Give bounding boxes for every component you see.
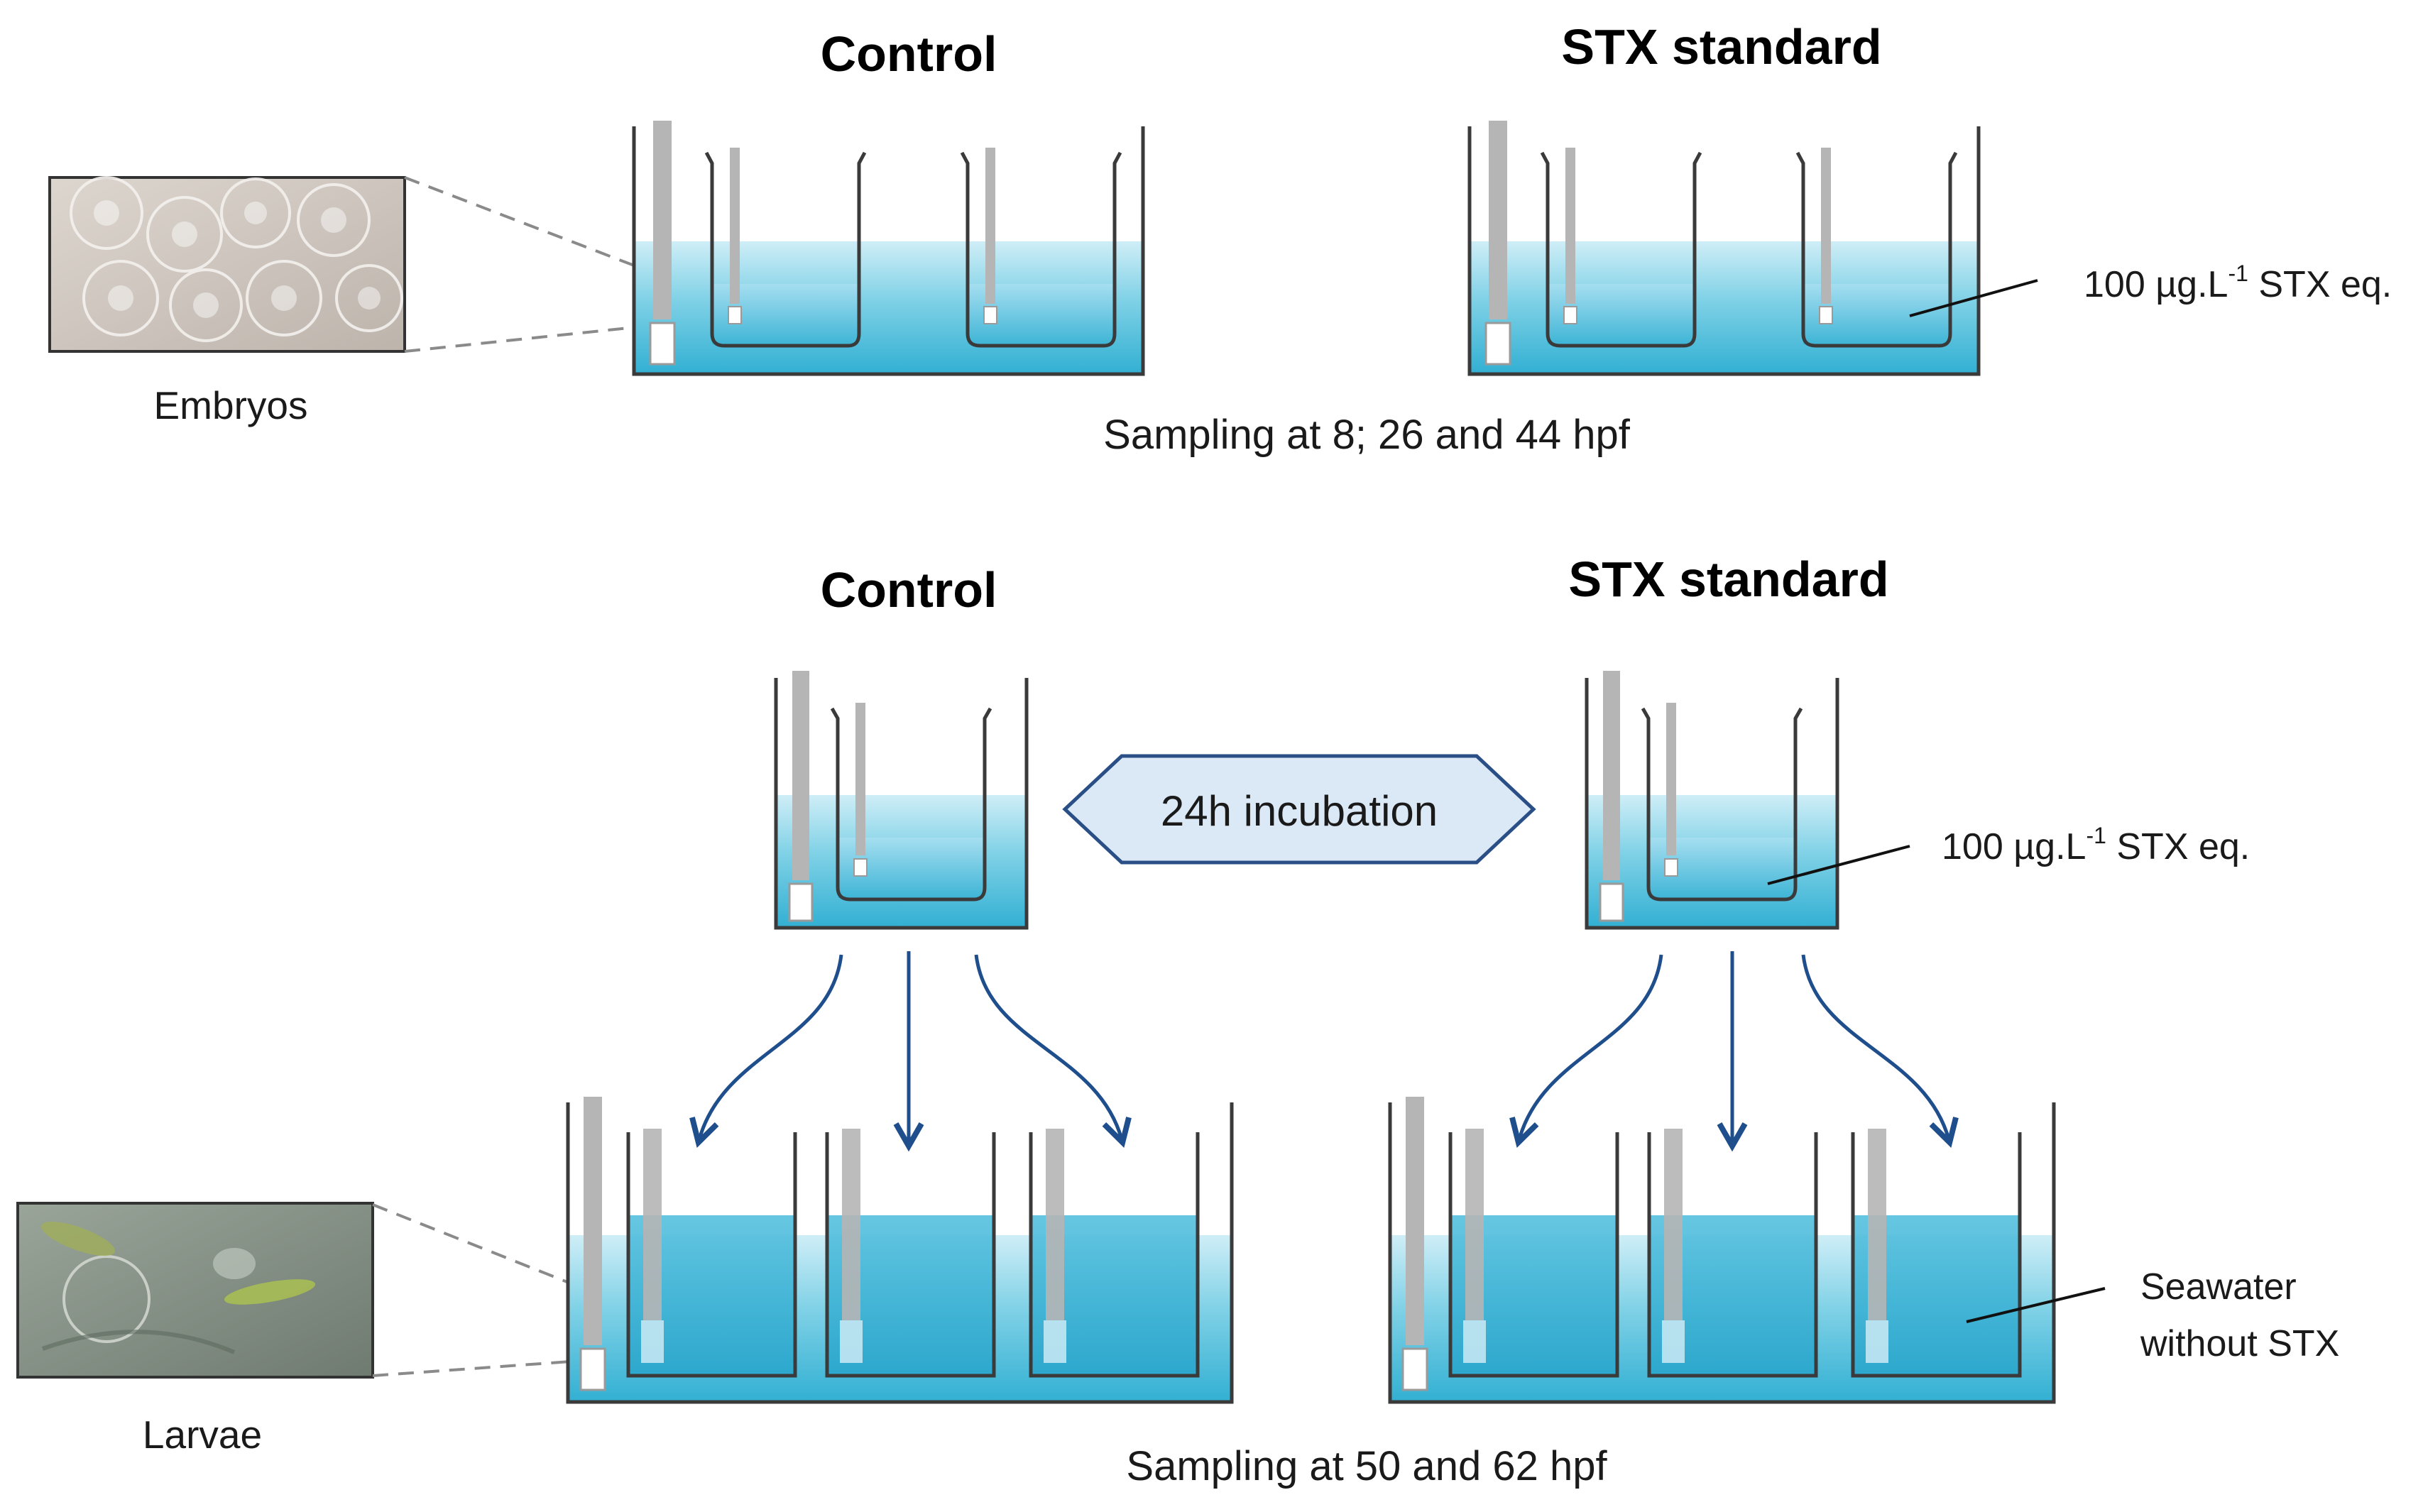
top-control-heading: Control xyxy=(821,26,997,82)
seawater-label-line2: without STX xyxy=(2140,1323,2339,1364)
curved-arrow-icon xyxy=(1509,954,1663,1148)
top-control-beaker-1 xyxy=(704,148,867,348)
thermometer-icon xyxy=(1599,671,1624,922)
bottom-stx-rearing-tank xyxy=(1388,1097,2056,1404)
bottom-control-incubation-tank xyxy=(774,671,1029,930)
bottom-control-heading: Control xyxy=(821,562,997,618)
stx-rearing-beaker-1 xyxy=(1448,1129,1619,1378)
thermometer-icon xyxy=(579,1097,606,1391)
thermometer-icon xyxy=(788,671,814,922)
curved-arrow-icon xyxy=(1801,954,1959,1148)
bottom-stx-beaker xyxy=(1641,703,1803,902)
control-transfer-arrows xyxy=(689,951,1132,1152)
bottom-concentration-label: 100 µg.L-1 STX eq. xyxy=(1942,823,2250,867)
top-control-tank xyxy=(632,121,1145,376)
embryos-label: Embryos xyxy=(154,383,308,427)
curved-arrow-icon xyxy=(974,954,1132,1148)
thermometer-icon xyxy=(649,121,676,366)
stx-rearing-beaker-3 xyxy=(1851,1129,2022,1378)
top-control-beaker-2 xyxy=(960,148,1122,348)
seawater-label-line1: Seawater xyxy=(2140,1266,2297,1308)
curved-arrow-icon xyxy=(689,954,843,1148)
bottom-stx-incubation-tank xyxy=(1585,671,1839,930)
bottom-control-beaker xyxy=(830,703,992,902)
bottom-sampling-caption: Sampling at 50 and 62 hpf xyxy=(1126,1443,1607,1489)
top-concentration-label: 100 µg.L-1 STX eq. xyxy=(2084,261,2392,305)
bottom-stx-heading: STX standard xyxy=(1568,552,1888,607)
top-sampling-caption: Sampling at 8; 26 and 44 hpf xyxy=(1103,412,1631,458)
bottom-control-rearing-tank xyxy=(566,1097,1234,1404)
larvae-label: Larvae xyxy=(143,1413,262,1457)
control-rearing-beaker-3 xyxy=(1029,1129,1200,1378)
incubation-label: 24h incubation xyxy=(1161,787,1438,835)
stx-transfer-arrows xyxy=(1509,951,1959,1152)
control-rearing-beaker-1 xyxy=(626,1129,797,1378)
top-stx-beaker-1 xyxy=(1540,148,1702,348)
incubation-badge: 24h incubation xyxy=(1062,754,1536,865)
top-stx-heading: STX standard xyxy=(1561,19,1881,75)
top-stx-beaker-2 xyxy=(1795,148,1958,348)
thermometer-icon xyxy=(1401,1097,1428,1391)
control-rearing-beaker-2 xyxy=(825,1129,996,1378)
thermometer-icon xyxy=(1484,121,1511,366)
embryos-photo xyxy=(48,176,406,353)
stx-rearing-beaker-2 xyxy=(1647,1129,1818,1378)
top-stx-tank xyxy=(1467,121,1981,376)
larvae-photo xyxy=(16,1202,374,1379)
